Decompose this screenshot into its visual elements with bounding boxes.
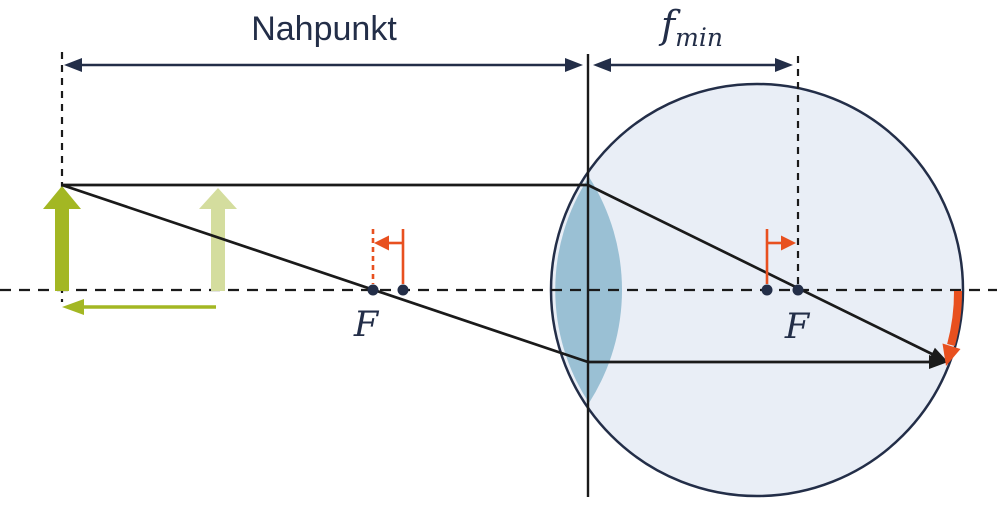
arrowhead-down-icon bbox=[942, 343, 961, 366]
focal-point-dot bbox=[792, 284, 804, 296]
focal-label-right: F bbox=[784, 307, 811, 347]
focal-shift-marker-right bbox=[765, 229, 796, 284]
eyeball-fill bbox=[551, 84, 963, 496]
arrowhead-left-icon bbox=[374, 235, 389, 251]
object-arrow bbox=[43, 186, 81, 291]
focal-point-dot bbox=[397, 284, 409, 296]
retina-shift-arrow bbox=[942, 290, 963, 366]
ray-through-focus bbox=[61, 183, 589, 364]
object-shift-arrow bbox=[62, 299, 216, 315]
arrowhead-right-icon bbox=[781, 235, 796, 251]
retina-shift-arc bbox=[947, 290, 963, 347]
focal-point-dot bbox=[761, 284, 773, 296]
arrowhead-left-icon bbox=[64, 58, 82, 72]
focal-point-dot bbox=[367, 284, 379, 296]
ray-refracted-diagonal bbox=[587, 183, 934, 356]
focal-shift-marker-left bbox=[371, 229, 405, 284]
arrowhead-left-icon bbox=[62, 299, 84, 315]
arrowhead-right-icon bbox=[775, 58, 793, 72]
arrowhead-right-icon bbox=[929, 355, 948, 369]
arrowhead-left-icon bbox=[593, 58, 611, 72]
fmin-label: fmin bbox=[658, 3, 723, 52]
arrowhead-right-icon bbox=[565, 58, 583, 72]
light-rays bbox=[61, 183, 948, 369]
fmin-dimension: fmin bbox=[593, 3, 793, 72]
object-arrow-ghost bbox=[199, 188, 237, 291]
nahpunkt-dimension: Nahpunkt bbox=[64, 10, 583, 72]
near-point-label: Nahpunkt bbox=[251, 10, 397, 48]
focal-label-left: F bbox=[353, 305, 380, 345]
